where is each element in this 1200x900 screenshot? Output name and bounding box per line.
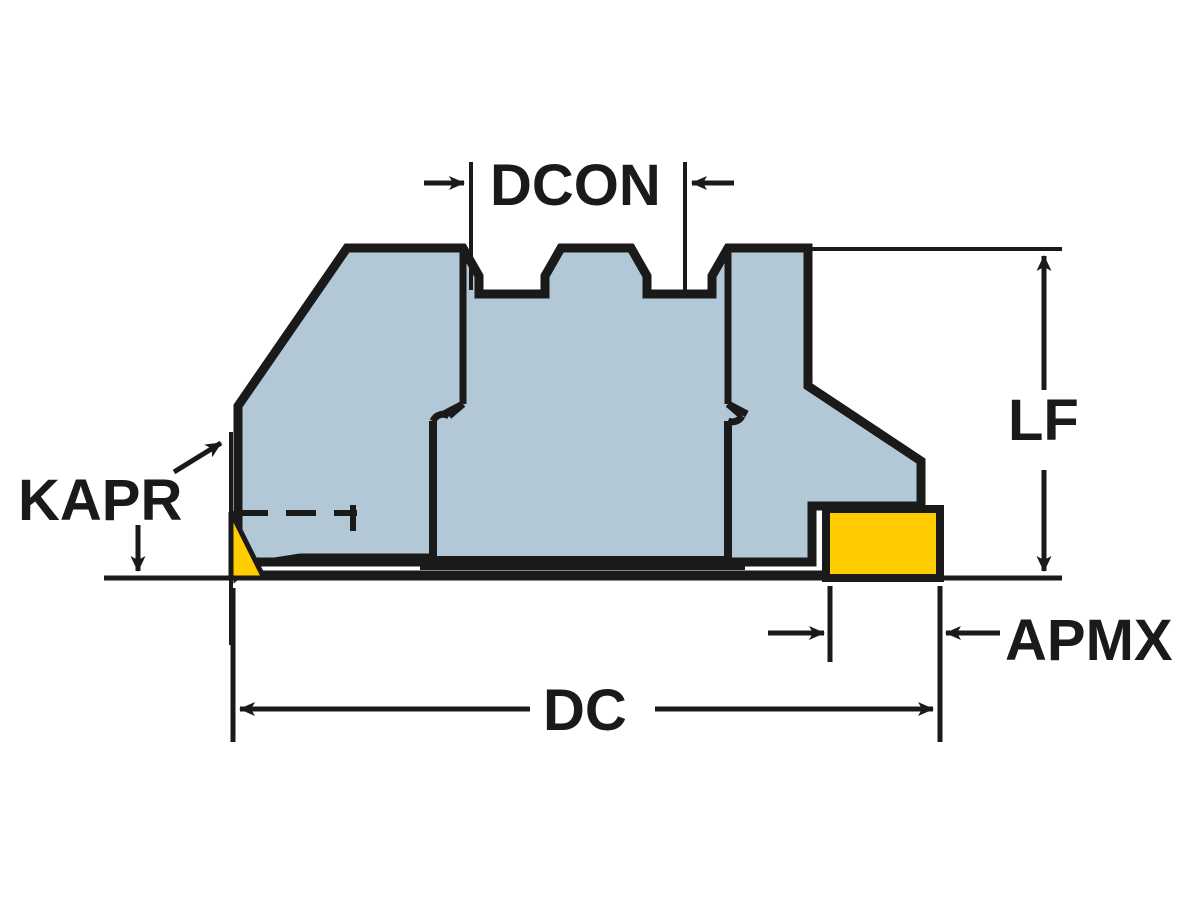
apmx-label: APMX (1005, 608, 1173, 673)
insert-right-rect (822, 505, 944, 582)
central-hub-rect (429, 421, 732, 564)
inserts-group (228, 505, 944, 582)
cutter-body-outline (233, 243, 926, 584)
hub-top-left-segment (442, 400, 465, 418)
cutter-body-group (233, 243, 926, 584)
kapr-arrow-diagonal (172, 440, 223, 475)
lf-label: LF (1008, 388, 1079, 453)
inner-boss-column (459, 248, 732, 404)
dimension-dcon: DCON (424, 153, 734, 290)
dimension-kapr: KAPR (18, 432, 357, 645)
dimension-apmx: APMX (768, 586, 1173, 700)
bottom-face-edge (261, 553, 430, 567)
dcon-label: DCON (490, 153, 661, 218)
dimension-dc: DC (230, 588, 943, 743)
hub-top-right-segment (726, 400, 749, 418)
hub-ear-right (726, 414, 746, 426)
kapr-label: KAPR (18, 468, 182, 533)
dimension-lf: LF (808, 247, 1079, 580)
dc-label: DC (543, 678, 627, 743)
